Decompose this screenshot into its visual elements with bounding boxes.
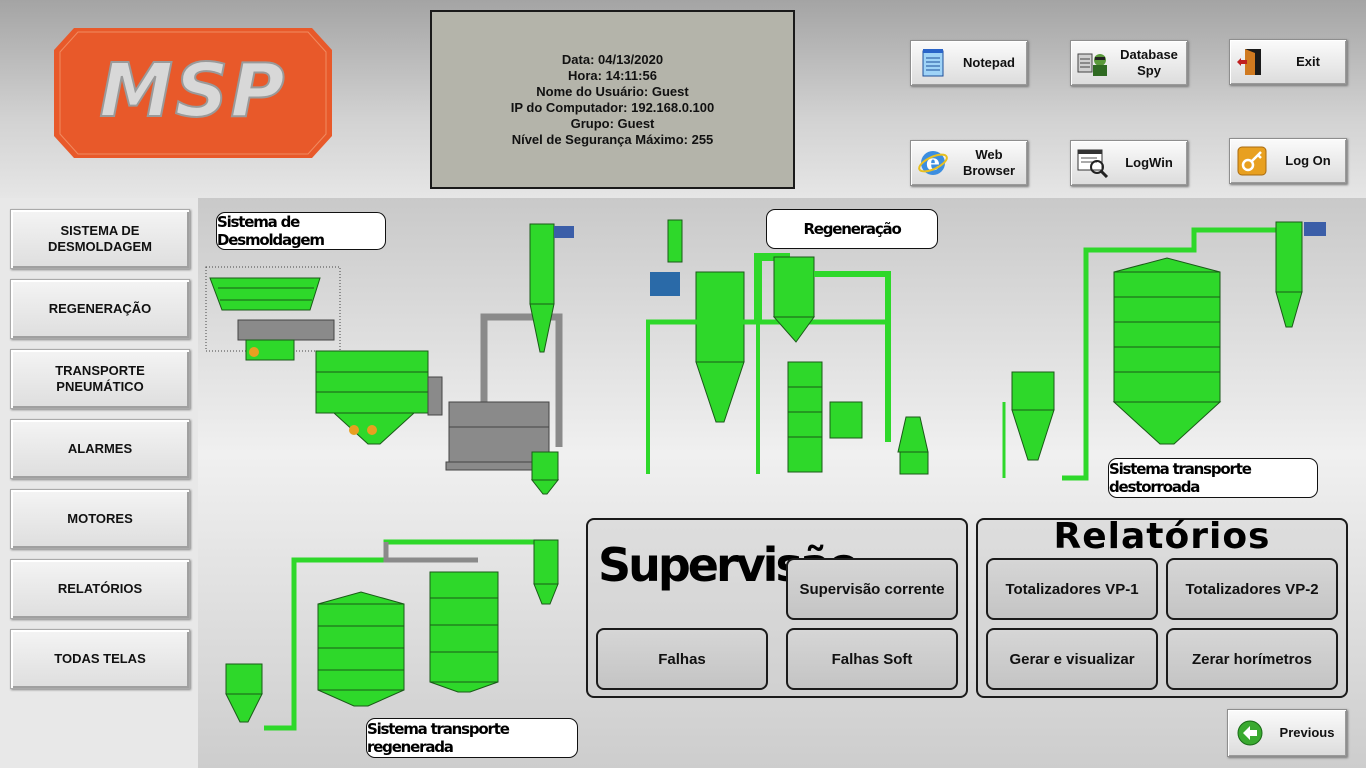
svg-text:e: e (926, 150, 940, 176)
session-info-panel: Data: 04/13/2020 Hora: 14:11:56 Nome do … (430, 10, 795, 189)
regeneracao-equipment-diagram[interactable] (638, 212, 948, 482)
totalizadores-vp2-button[interactable]: Totalizadores VP-2 (1166, 558, 1338, 620)
exit-button[interactable]: Exit (1229, 39, 1347, 85)
desmoldagem-equipment-diagram[interactable] (204, 212, 584, 502)
log-on-button[interactable]: Log On (1229, 138, 1347, 184)
info-date: Data: 04/13/2020 (561, 51, 664, 67)
notepad-label: Notepad (963, 55, 1015, 70)
totalizadores-vp1-button[interactable]: Totalizadores VP-1 (986, 558, 1158, 620)
info-ip: IP do Computador: 192.168.0.100 (510, 99, 715, 115)
nav-motores-button[interactable]: MOTORES (10, 489, 190, 549)
logwin-icon (1077, 147, 1109, 179)
falhas-soft-button[interactable]: Falhas Soft (786, 628, 958, 690)
info-user: Nome do Usuário: Guest (536, 83, 689, 99)
logwin-label: LogWin (1125, 155, 1173, 170)
notepad-icon (917, 47, 949, 79)
info-security-level: Nível de Segurança Máximo: 255 (511, 131, 714, 147)
nav-regeneracao-button[interactable]: REGENERAÇÃO (10, 279, 190, 339)
supervisao-title: Supervisão (598, 538, 859, 592)
label-sistema-transporte-regenerada: Sistema transporte regenerada (366, 718, 578, 758)
svg-text:MSP: MSP (99, 48, 286, 134)
previous-button[interactable]: Previous (1227, 709, 1347, 757)
label-sistema-transporte-destorroada: Sistema transporte destorroada (1108, 458, 1318, 498)
nav-alarmes-button[interactable]: ALARMES (10, 419, 190, 479)
database-spy-icon (1077, 47, 1109, 79)
destorroada-transport-diagram[interactable] (994, 212, 1344, 492)
key-icon (1236, 145, 1268, 177)
falhas-button[interactable]: Falhas (596, 628, 768, 690)
relatorios-title: Relatórios (1053, 516, 1271, 557)
supervisao-corrente-button[interactable]: Supervisão corrente (786, 558, 958, 620)
nav-todas-telas-button[interactable]: TODAS TELAS (10, 629, 190, 689)
notepad-button[interactable]: Notepad (910, 40, 1028, 86)
exit-door-icon (1236, 46, 1268, 78)
back-arrow-icon (1234, 717, 1266, 749)
regenerada-transport-diagram[interactable] (218, 530, 578, 750)
logwin-button[interactable]: LogWin (1070, 140, 1188, 186)
web-browser-icon: e (917, 147, 949, 179)
msp-logo: MSP (54, 28, 332, 158)
exit-label: Exit (1296, 54, 1320, 69)
previous-label: Previous (1279, 725, 1335, 740)
nav-relatorios-button[interactable]: RELATÓRIOS (10, 559, 190, 619)
gerar-visualizar-button[interactable]: Gerar e visualizar (986, 628, 1158, 690)
log-on-label: Log On (1285, 153, 1331, 168)
label-sistema-desmoldagem: Sistema de Desmoldagem (216, 212, 386, 250)
zerar-horimetros-button[interactable]: Zerar horímetros (1166, 628, 1338, 690)
info-time: Hora: 14:11:56 (568, 67, 657, 83)
info-group: Grupo: Guest (570, 115, 655, 131)
label-regeneracao: Regeneração (766, 209, 938, 249)
